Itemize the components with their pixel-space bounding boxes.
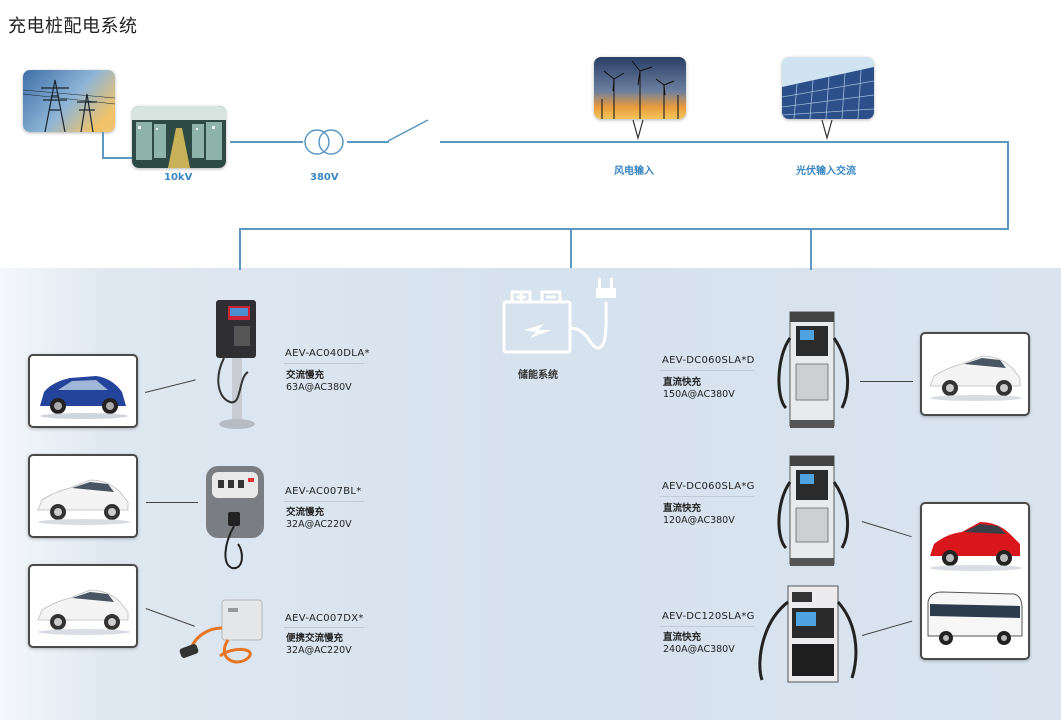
- car-icon: [37, 589, 130, 635]
- left-charger-3-rating: 32A@AC220V: [286, 645, 352, 656]
- divider: [284, 501, 364, 502]
- transmission-tower-photo: [23, 70, 115, 132]
- car-icon: [40, 376, 128, 419]
- plug-icon: [596, 280, 597, 281]
- wind-input-label: 风电输入: [614, 166, 654, 177]
- right-charger-3-model: AEV-DC120SLA*G: [662, 611, 755, 622]
- car-icon: [930, 522, 1022, 571]
- car-frame-3: [28, 564, 138, 648]
- right-charger-3-rating: 240A@AC380V: [663, 644, 735, 655]
- connector-line: [860, 381, 913, 383]
- car-frame-1: [28, 354, 138, 428]
- divider: [284, 627, 364, 628]
- right-charger-1-model: AEV-DC060SLA*D: [662, 355, 755, 366]
- left-charger-2-rating: 32A@AC220V: [286, 519, 352, 530]
- divider: [660, 496, 754, 497]
- car-icon: [37, 479, 130, 525]
- left-charger-3-type: 便携交流慢充: [286, 633, 344, 644]
- right-charger-1-rating: 150A@AC380V: [663, 389, 735, 400]
- car-icon: [929, 355, 1022, 401]
- storage-system-label: 储能系统: [518, 370, 558, 381]
- left-charger-3-model: AEV-AC007DX*: [285, 613, 364, 624]
- solar-connector: [820, 118, 834, 142]
- switch-icon: [388, 118, 432, 144]
- solar-panel-photo: [782, 57, 874, 119]
- drop-left: [239, 228, 241, 270]
- page-title: 充电桩配电系统: [8, 16, 138, 37]
- line-tower-down: [102, 132, 104, 158]
- drop-right: [810, 228, 812, 270]
- right-charger-2-model: AEV-DC060SLA*G: [662, 481, 755, 492]
- bus-line: [239, 228, 1009, 230]
- charger-icon: [208, 298, 266, 432]
- left-charger-1-rating: 63A@AC380V: [286, 382, 352, 393]
- bus-icon: [927, 591, 1023, 645]
- divider: [284, 363, 364, 364]
- voltage-380v-label: 380V: [310, 172, 339, 183]
- wind-turbine-photo: [594, 57, 686, 119]
- vehicle-frame-right-2: [920, 502, 1030, 660]
- left-charger-2-model: AEV-AC007BL*: [285, 486, 362, 497]
- divider: [660, 626, 754, 627]
- battery-icon: [498, 278, 622, 362]
- solar-input-label: 光伏输入交流: [796, 166, 856, 177]
- drop-center: [570, 228, 572, 268]
- voltage-10kv-label: 10kV: [164, 172, 193, 183]
- car-frame-right-1: [920, 332, 1030, 416]
- main-line-b: [347, 141, 389, 143]
- car-frame-2: [28, 454, 138, 538]
- divider: [660, 370, 754, 371]
- charger-icon: [204, 464, 266, 574]
- right-charger-2-rating: 120A@AC380V: [663, 515, 735, 526]
- left-charger-1-model: AEV-AC040DLA*: [285, 348, 370, 359]
- substation-photo: [132, 106, 226, 168]
- left-charger-2-type: 交流慢充: [286, 507, 325, 518]
- charger-icon: [752, 582, 862, 688]
- main-line-c: [440, 141, 1008, 143]
- charger-icon: [176, 598, 268, 670]
- right-charger-3-type: 直流快充: [663, 632, 702, 643]
- connector-line: [146, 502, 198, 504]
- charging-area-panel: [0, 268, 1061, 720]
- right-charger-1-type: 直流快充: [663, 377, 702, 388]
- main-line-a: [230, 141, 303, 143]
- wind-connector: [631, 118, 645, 142]
- main-line-right-drop: [1007, 141, 1009, 229]
- transformer-icon: [300, 127, 348, 157]
- right-charger-2-type: 直流快充: [663, 503, 702, 514]
- charger-icon: [772, 452, 864, 570]
- left-charger-1-type: 交流慢充: [286, 370, 325, 381]
- line-tower-substation: [102, 157, 132, 159]
- charger-icon: [772, 308, 864, 432]
